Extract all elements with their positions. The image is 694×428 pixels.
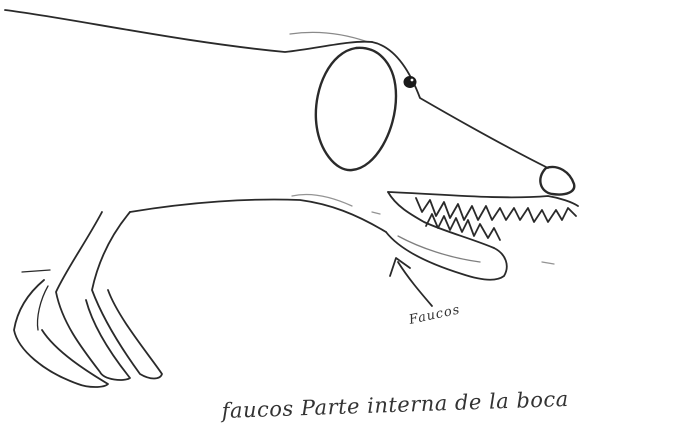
front-leg-back [56,212,130,380]
dog-nose [540,167,574,195]
sketch-mark [372,212,380,214]
pointer-arrowhead [390,258,410,276]
ground-mark [22,270,50,272]
dog-back-outline [5,10,372,52]
dog-eye-highlight [411,79,414,82]
pointer-label: Faucos [407,302,462,328]
pointer-arrow [398,262,432,306]
dog-head-outline [372,42,548,168]
caption: faucos Parte interna de la boca [219,387,569,423]
lower-jaw-inner-line [398,236,480,262]
upper-teeth [416,198,576,222]
front-leg-front [92,212,162,379]
dog-back-outline-faint [290,32,368,42]
dog-ear [316,48,396,170]
back-leg-inner [37,286,48,330]
sketch-mark [542,262,554,264]
dog-eye [404,77,416,88]
